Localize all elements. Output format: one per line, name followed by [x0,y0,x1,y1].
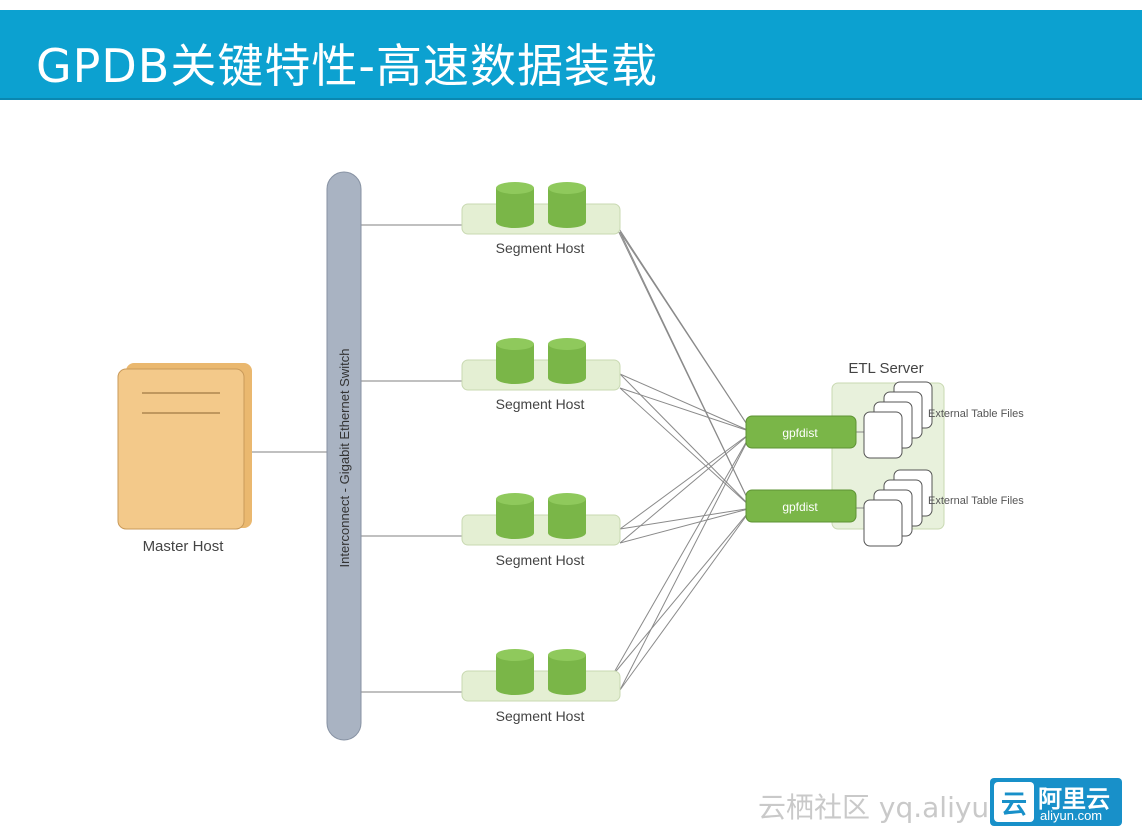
segment-host-label: Segment Host [496,240,585,256]
switch-label: Interconnect - Gigabit Ethernet Switch [337,349,352,568]
load-link [619,431,753,691]
load-link [619,507,753,544]
database-icon-top [496,182,534,194]
gpfdist-1: gpfdist [745,415,857,449]
logo-url: aliyun.com [1040,808,1103,823]
database-icon-bottom [496,683,534,695]
segment-host-4: Segment Host [461,649,621,724]
gpfdist-box [745,415,857,449]
load-link [611,507,753,677]
load-link [619,373,753,433]
database-icon-bottom [496,372,534,384]
switch-bar [326,171,362,741]
etl-server-label: ETL Server [848,360,923,377]
load-link [619,387,753,509]
title-bar: GPDB关键特性-高速数据装载 [0,10,1142,100]
database-icon-bottom [548,372,586,384]
gpfdist-box [745,489,857,523]
file-stack-2 [863,469,933,547]
load-link [619,431,753,530]
external-files-label: External Table Files [928,495,1024,507]
load-link [619,507,753,691]
gpfdist-label: gpfdist [782,500,818,514]
segment-host-3: Segment Host [461,493,621,568]
database-icon-bottom [548,683,586,695]
file-icon [863,411,903,459]
gpfdist-label: gpfdist [782,426,818,440]
load-link [619,387,753,433]
master-host-box [117,368,245,530]
segment-host-base [461,203,621,235]
database-icon-bottom [496,216,534,228]
load-link [619,231,753,509]
load-links [611,217,753,691]
master-host: Master Host [117,363,252,555]
database-icon-top [548,338,586,350]
load-link [619,431,753,544]
cloud-logo-icon: 云 [994,782,1034,822]
database-icon-bottom [496,527,534,539]
page-title: GPDB关键特性-高速数据装载 [36,39,658,93]
external-files-label: External Table Files [928,408,1024,420]
network-switch: Interconnect - Gigabit Ethernet Switch [326,171,362,741]
segment-host-label: Segment Host [496,396,585,412]
gpfdist-2: gpfdist [745,489,857,523]
database-icon-bottom [548,527,586,539]
database-icon-top [548,649,586,661]
master-host-label: Master Host [143,538,225,555]
segment-host-base [461,514,621,546]
load-link [611,431,753,677]
file-icon [863,499,903,547]
segment-host-label: Segment Host [496,708,585,724]
load-link [619,231,753,433]
database-icon-top [496,649,534,661]
load-link [619,373,753,509]
load-link [619,507,753,530]
segment-host-2: Segment Host [461,338,621,412]
database-icon-top [496,493,534,505]
segment-host-label: Segment Host [496,552,585,568]
file-stack-1 [863,381,933,459]
network-links [250,224,462,693]
database-icon-top [548,182,586,194]
logo-name: 阿里云 [1038,785,1110,813]
etl-server: ETL Server External Table Files External… [745,360,1024,547]
aliyun-logo: 云 阿里云 aliyun.com [990,778,1122,826]
database-icon-top [496,338,534,350]
segment-host-1: Segment Host [461,182,621,256]
segment-host-base [461,359,621,391]
segment-host-base [461,670,621,702]
database-icon-bottom [548,216,586,228]
database-icon-top [548,493,586,505]
